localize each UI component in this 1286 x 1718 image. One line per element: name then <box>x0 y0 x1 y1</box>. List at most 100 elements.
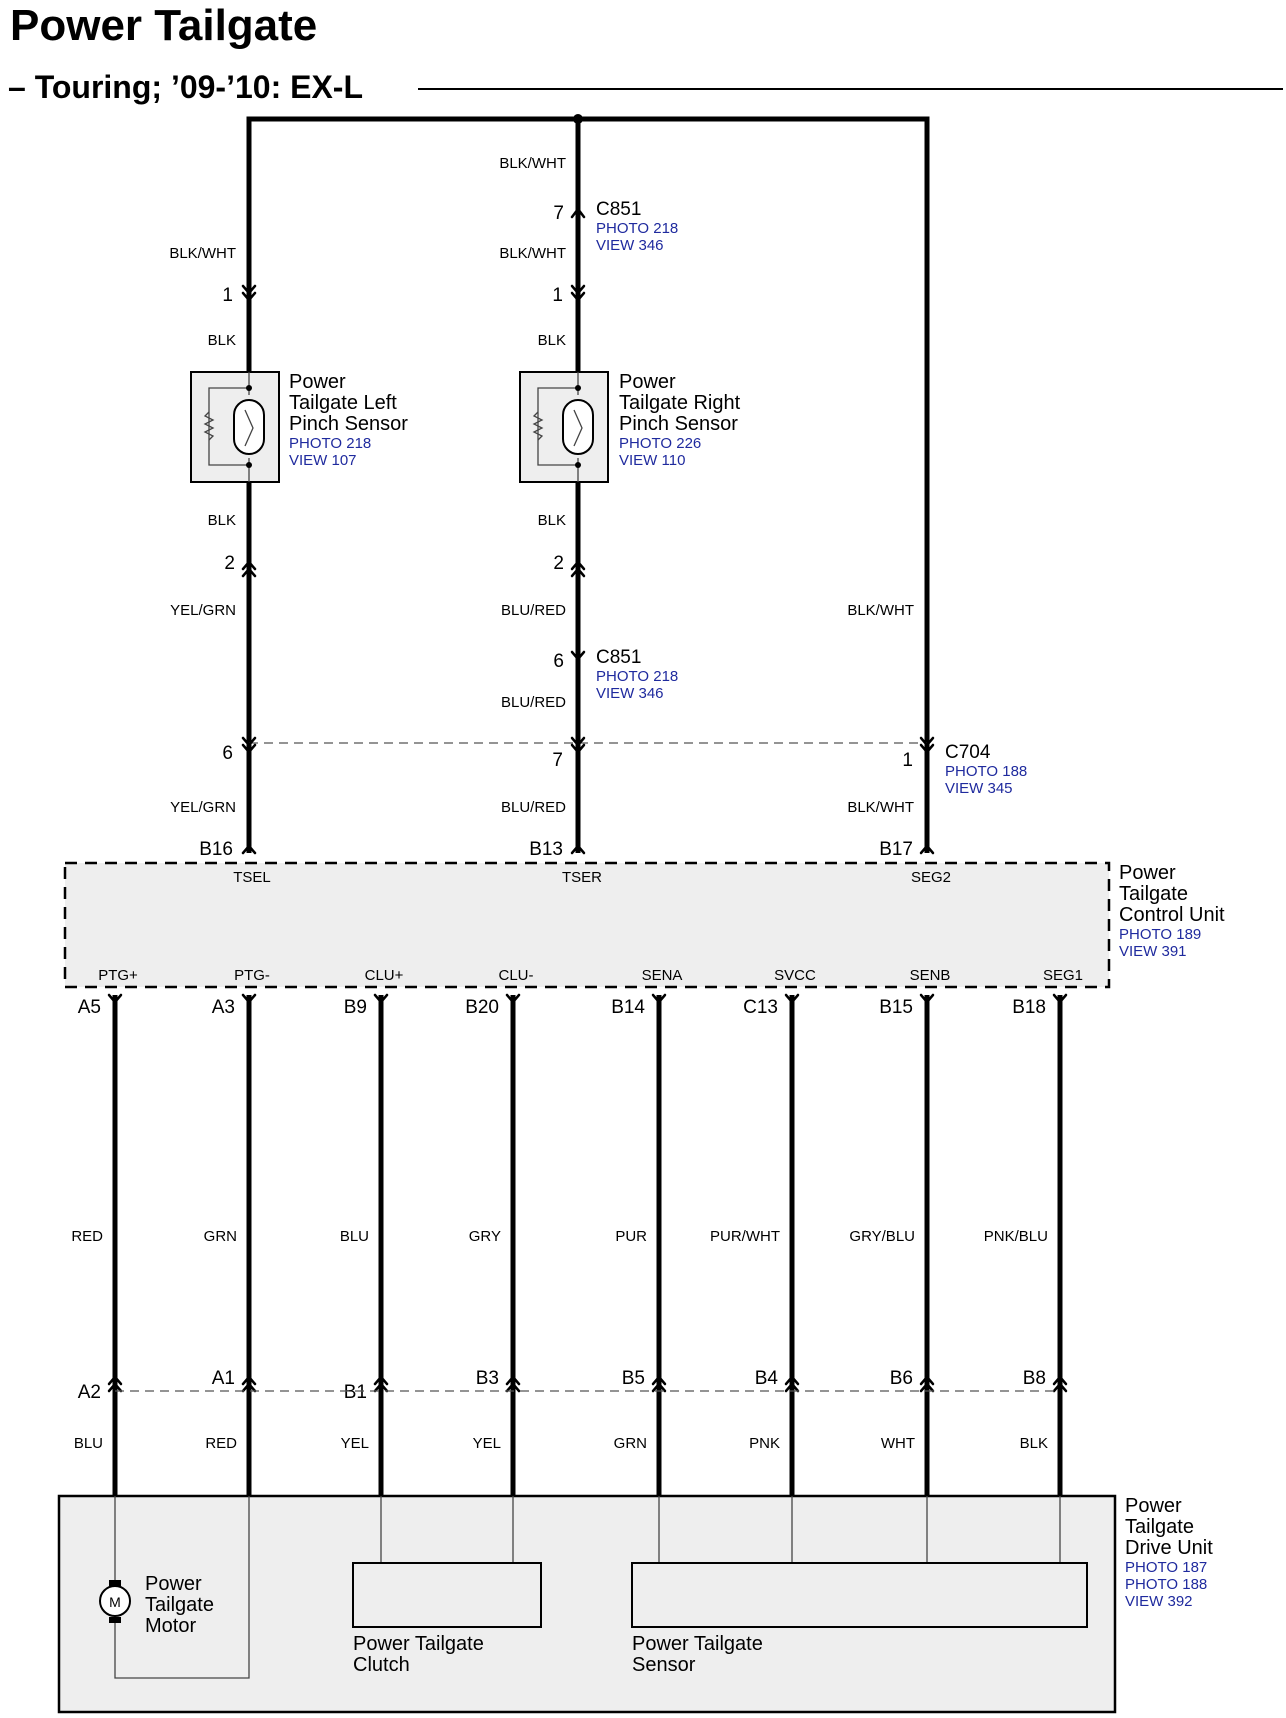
connector-arrow-up-icon <box>1052 1375 1068 1393</box>
drive-unit-photo-2: PHOTO 188 <box>1125 1576 1207 1593</box>
connector-arrow-down-icon <box>919 993 935 1004</box>
connector-arrow-down-icon <box>505 993 521 1004</box>
connector-arrow-down-icon <box>570 650 586 661</box>
left-pin-2: 2 <box>224 553 235 574</box>
connector-arrow-up-icon <box>651 1375 667 1393</box>
left-sensor-label-3: Pinch Sensor <box>289 413 408 435</box>
connector-arrow-up-icon <box>570 844 586 855</box>
connector-arrow-up-icon <box>241 1375 257 1393</box>
wire-label-left-4: YEL/GRN <box>170 799 236 816</box>
c704-photo: PHOTO 188 <box>945 763 1027 780</box>
lower-wires: A5REDA2BLUA3GRNA1REDB9BLUB1YELB20GRYB3YE… <box>71 993 1068 1496</box>
cu-bottom-term-3: CLU- <box>498 967 533 984</box>
cu-wire-label-2: BLU <box>340 1228 369 1245</box>
drive-pin-0: A2 <box>78 1382 101 1403</box>
pin-b16: B16 <box>199 839 233 860</box>
connector-arrow-down-icon <box>651 993 667 1004</box>
wire-label-mid-3: BLU/RED <box>501 694 566 711</box>
splice-dot-icon <box>573 114 583 124</box>
control-unit-view: VIEW 391 <box>1119 943 1187 960</box>
motor-label-1: Power <box>145 1573 202 1595</box>
control-unit-photo: PHOTO 189 <box>1119 926 1201 943</box>
tailgate-sensor <box>631 1496 1088 1628</box>
control-unit-label-2: Tailgate <box>1119 883 1188 905</box>
connector-arrow-up-icon <box>107 1375 123 1393</box>
cu-wire-label-6: GRY/BLU <box>849 1228 915 1245</box>
connector-arrow-up-icon <box>241 560 257 578</box>
drive-unit-photo-1: PHOTO 187 <box>1125 1559 1207 1576</box>
drive-unit-label-3: Drive Unit <box>1125 1537 1213 1559</box>
cu-pin-6: B15 <box>879 997 913 1018</box>
top-bus <box>246 114 930 853</box>
connector-arrow-down-icon <box>241 993 257 1004</box>
cu-wire-label-7: PNK/BLU <box>984 1228 1048 1245</box>
drive-pin-2: B1 <box>344 1382 367 1403</box>
control-unit-label-3: Control Unit <box>1119 904 1225 926</box>
c851-top-photo: PHOTO 218 <box>596 220 678 237</box>
c851-bottom-view: VIEW 346 <box>596 685 664 702</box>
connector-arrow-up-icon <box>241 844 257 855</box>
cu-wire-label-4: PUR <box>615 1228 647 1245</box>
connector-arrow-up-icon <box>570 560 586 578</box>
drive-unit-view: VIEW 392 <box>1125 1593 1193 1610</box>
left-sensor-photo: PHOTO 218 <box>289 435 371 452</box>
connector-arrow-down-icon <box>241 736 257 754</box>
c851-top-pin: 7 <box>553 203 564 224</box>
c851-bottom-pin: 6 <box>553 651 564 672</box>
right-pinch-sensor <box>519 371 609 483</box>
drive-unit-label-1: Power <box>1125 1495 1182 1517</box>
cu-bottom-term-7: SEG1 <box>1043 967 1083 984</box>
cu-bottom-term-2: CLU+ <box>365 967 404 984</box>
term-tser: TSER <box>562 869 602 886</box>
left-sensor-label-2: Tailgate Left <box>289 392 397 414</box>
cu-pin-7: B18 <box>1012 997 1046 1018</box>
cu-wire-label-1: GRN <box>204 1228 237 1245</box>
cu-bottom-term-0: PTG+ <box>98 967 138 984</box>
motor-icon: M <box>99 1580 131 1623</box>
connector-arrow-up-icon <box>784 1375 800 1393</box>
wire-label-left-blk-top: BLK <box>208 332 236 349</box>
wire-label-right-2: BLK/WHT <box>847 602 914 619</box>
wire-label-left-blk-bottom: BLK <box>208 512 236 529</box>
drive-wire-label-3: YEL <box>473 1435 501 1452</box>
pinch-sensor-icon <box>203 372 265 482</box>
wire-label-mid-blk-bottom: BLK <box>538 512 566 529</box>
drive-wire-label-7: BLK <box>1020 1435 1048 1452</box>
control-unit-box <box>63 861 1111 989</box>
connector-arrow-up-icon <box>919 1375 935 1393</box>
clutch-label-1: Power Tailgate <box>353 1633 484 1655</box>
cu-pin-1: A3 <box>212 997 235 1018</box>
motor-label-3: Motor <box>145 1615 196 1637</box>
term-tsel: TSEL <box>233 869 271 886</box>
pin-b13: B13 <box>529 839 563 860</box>
cu-pin-3: B20 <box>465 997 499 1018</box>
right-sensor-label-2: Tailgate Right <box>619 392 741 414</box>
drive-pin-5: B4 <box>755 1368 779 1389</box>
connector-arrow-up-icon <box>919 844 935 855</box>
motor-label-2: Tailgate <box>145 1594 214 1616</box>
drive-pin-4: B5 <box>622 1368 645 1389</box>
drive-wire-label-6: WHT <box>881 1435 915 1452</box>
cu-wire-label-0: RED <box>71 1228 103 1245</box>
cu-bottom-term-5: SVCC <box>774 967 816 984</box>
wire-label-mid-upper: BLK/WHT <box>499 245 566 262</box>
connector-arrow-down-icon <box>1052 993 1068 1004</box>
left-pinch-sensor <box>190 371 280 483</box>
page-subtitle: – Touring; ’09-’10: EX-L <box>8 69 363 105</box>
connector-arrow-up-icon <box>373 1375 389 1393</box>
cu-pin-0: A5 <box>78 997 101 1018</box>
connector-arrow-down-icon <box>373 993 389 1004</box>
wire-label-mid-2: BLU/RED <box>501 602 566 619</box>
drive-unit-box <box>57 1494 1117 1714</box>
c704-pin-left: 6 <box>222 743 233 764</box>
pinch-sensor-icon <box>532 372 594 482</box>
connector-arrow-down-icon <box>241 284 257 302</box>
c851-bottom-name: C851 <box>596 647 641 668</box>
connector-arrow-down-icon <box>784 993 800 1004</box>
wire-label-blk-wht-center: BLK/WHT <box>499 155 566 172</box>
right-sensor-label-1: Power <box>619 371 676 393</box>
sensor-label-1: Power Tailgate <box>632 1633 763 1655</box>
cu-wire-label-5: PUR/WHT <box>710 1228 780 1245</box>
cu-bottom-term-4: SENA <box>642 967 683 984</box>
